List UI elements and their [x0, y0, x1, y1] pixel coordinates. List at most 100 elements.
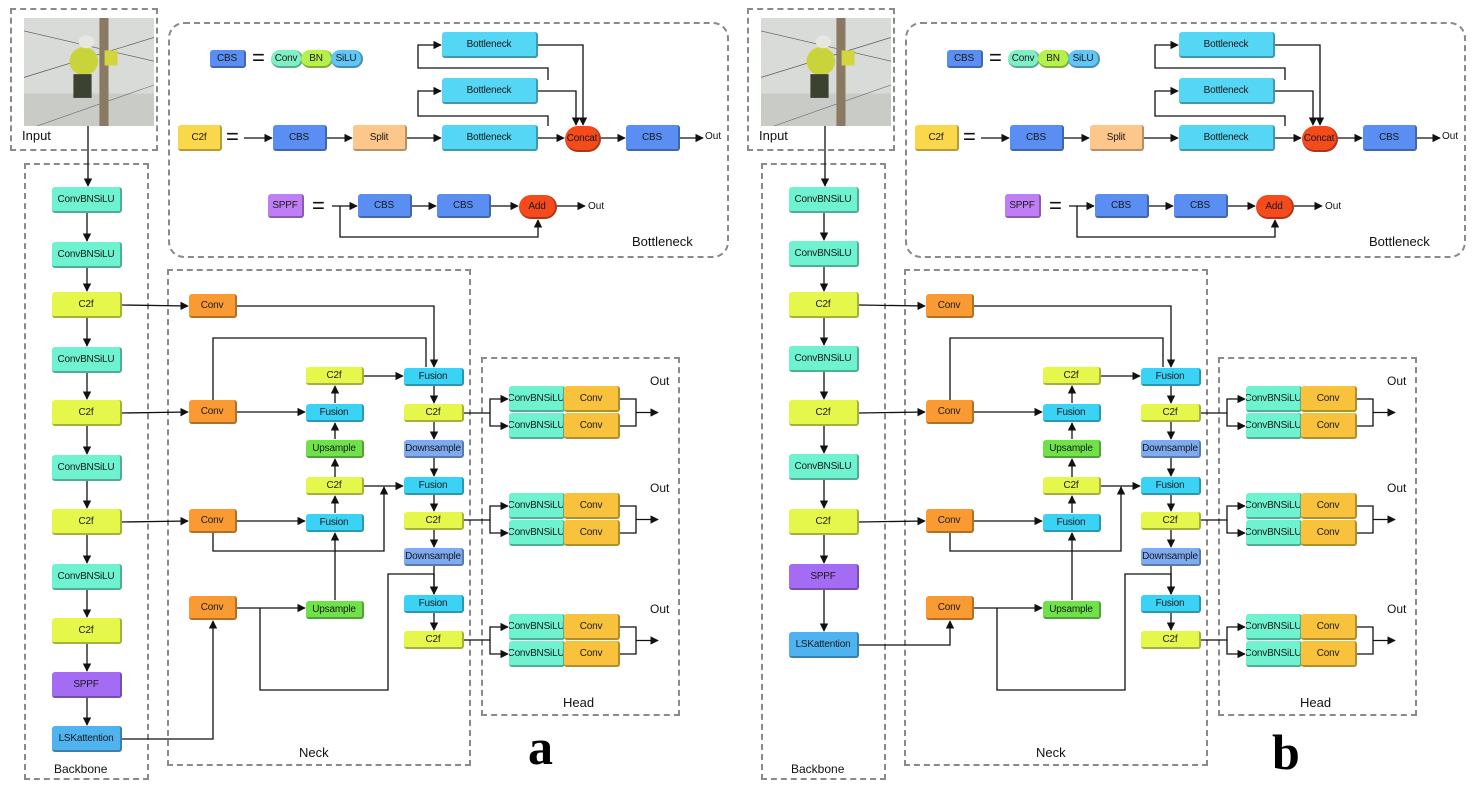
panel-a-neck-upsample: Upsample: [306, 440, 364, 458]
connector-line: [1154, 40, 1286, 80]
connector-line: [1201, 622, 1246, 641]
panel-b-neck-fusion: Fusion: [1043, 514, 1101, 532]
connector-line: [1226, 413, 1246, 431]
panel-b-head-conv: Conv: [1301, 493, 1357, 519]
panel-a-legend-sppf-cbs1: CBS: [358, 194, 412, 218]
panel-a-neck-conv: Conv: [189, 596, 237, 620]
panel-b-backbone-block: C2f: [789, 509, 859, 535]
panel-a-legend-cbs: CBS: [210, 50, 246, 68]
connector-line: [858, 516, 926, 526]
connector-line: [620, 505, 637, 534]
panel-b-input-frame: [747, 8, 895, 151]
panel-a-legend-silu: SiLU: [331, 50, 363, 68]
panel-a-legend-split: Split: [353, 125, 407, 151]
panel-b-legend-out: Out: [1442, 131, 1459, 142]
panel-a-backbone-frame: [24, 163, 149, 780]
panel-b-head-convbnsilu: ConvBNSiLU: [1246, 641, 1302, 667]
panel-a-head-conv: Conv: [564, 520, 620, 546]
panel-a-backbone-block: LSKattention: [52, 726, 122, 752]
panel-a-backbone-block: C2f: [52, 292, 122, 318]
panel-a-head-convbnsilu: ConvBNSiLU: [509, 413, 565, 439]
panel-a-neck-fusion: Fusion: [306, 514, 364, 532]
panel-b-bottleneck-label: Bottleneck: [1369, 234, 1430, 249]
panel-b-head-convbnsilu: ConvBNSiLU: [1246, 614, 1302, 640]
panel-b-legend-sppf: SPPF: [1005, 194, 1041, 218]
panel-a-legend-sppf: SPPF: [268, 194, 304, 218]
panel-b-backbone-block: LSKattention: [789, 632, 859, 658]
panel-b-neck-c2f: C2f: [1141, 512, 1201, 530]
panel-b-neck-upsample: Upsample: [1043, 440, 1101, 458]
panel-a-backbone-block: C2f: [52, 400, 122, 426]
panel-a-neck-conv: Conv: [189, 294, 237, 318]
panel-a-neck-c2f: C2f: [306, 477, 364, 495]
connector-line: [1201, 501, 1246, 521]
panel-a-neck-fusion: Fusion: [404, 368, 464, 386]
panel-a-legend-c2f: C2f: [178, 125, 222, 151]
panel-a-legend-concat: Concat: [565, 126, 601, 152]
panel-b-letter: b: [1272, 724, 1300, 780]
panel-a-bottleneck-label: Bottleneck: [632, 234, 693, 249]
panel-b-legend-bottleneck-1: Bottleneck: [1179, 32, 1275, 58]
panel-a-bottleneck-frame: [168, 22, 729, 258]
connector-line: [858, 407, 926, 417]
connector-line: [949, 486, 1126, 552]
connector-line: [974, 305, 1176, 368]
panel-a-neck-c2f: C2f: [404, 404, 464, 422]
panel-a-neck-label: Neck: [299, 745, 329, 760]
panel-a-neck-c2f: C2f: [306, 367, 364, 385]
connector-line: [489, 640, 509, 659]
panel-a-neck-fusion: Fusion: [404, 595, 464, 613]
panel-a-backbone-label: Backbone: [54, 762, 108, 776]
panel-a-head-conv: Conv: [564, 614, 620, 640]
panel-b-head-conv: Conv: [1301, 520, 1357, 546]
connector-line: [1226, 640, 1246, 659]
panel-a-neck-fusion: Fusion: [404, 477, 464, 495]
panel-b-backbone-block: C2f: [789, 292, 859, 318]
connector-line: [1201, 394, 1246, 414]
panel-a-head-conv: Conv: [564, 641, 620, 667]
panel-b-neck-conv: Conv: [926, 294, 974, 318]
panel-b-neck-c2f: C2f: [1141, 404, 1201, 422]
connector-line: [212, 486, 389, 552]
connector-line: [1154, 86, 1286, 126]
panel-a-backbone-block: C2f: [52, 509, 122, 535]
connector-line: [121, 301, 189, 311]
panel-b-neck-conv: Conv: [926, 596, 974, 620]
panel-b-legend-concat: Concat: [1302, 126, 1338, 152]
panel-b-neck-c2f: C2f: [1141, 631, 1201, 649]
panel-b-neck-fusion: Fusion: [1141, 477, 1201, 495]
panel-a-input-label: Input: [22, 128, 51, 143]
panel-a-neck-c2f: C2f: [404, 631, 464, 649]
panel-b-legend-equals: =: [1049, 193, 1062, 218]
panel-b-head-out: Out: [1387, 374, 1407, 388]
panel-a-legend-equals: =: [252, 45, 265, 70]
panel-b-legend-sppf-cbs2: CBS: [1174, 194, 1228, 218]
panel-a-neck-c2f: C2f: [404, 512, 464, 530]
panel-b-legend-add: Add: [1256, 195, 1294, 219]
panel-b-legend-c2f-cbs1: CBS: [1010, 125, 1064, 151]
panel-a-legend-sppf-out: Out: [588, 201, 605, 212]
panel-b-legend-sppf-out: Out: [1325, 201, 1342, 212]
panel-b-neck-fusion: Fusion: [1141, 368, 1201, 386]
connector-line: [1275, 90, 1318, 126]
panel-a-legend-out: Out: [705, 131, 722, 142]
panel-b-neck-fusion: Fusion: [1043, 404, 1101, 422]
connector-line: [949, 337, 1164, 400]
panel-b-legend-bottleneck-2: Bottleneck: [1179, 78, 1275, 104]
panel-b-bottleneck-frame: [905, 22, 1466, 258]
panel-a-legend-c2f-cbs2: CBS: [626, 125, 680, 151]
panel-a-backbone-block: C2f: [52, 618, 122, 644]
connector-line: [1275, 44, 1325, 126]
connector-line: [122, 620, 218, 740]
panel-a-letter: a: [528, 719, 553, 775]
panel-b-backbone-label: Backbone: [791, 762, 845, 776]
panel-b-head-conv: Conv: [1301, 386, 1357, 412]
panel-b-neck-conv: Conv: [926, 400, 974, 424]
connector-line: [464, 622, 509, 641]
panel-b-backbone-block: ConvBNSiLU: [789, 187, 859, 213]
panel-a-backbone-block: ConvBNSiLU: [52, 347, 122, 373]
panel-a-neck-frame: [167, 269, 471, 766]
panel-a-head-out: Out: [650, 481, 670, 495]
panel-b-neck-upsample: Upsample: [1043, 601, 1101, 619]
connector-line: [417, 40, 549, 80]
